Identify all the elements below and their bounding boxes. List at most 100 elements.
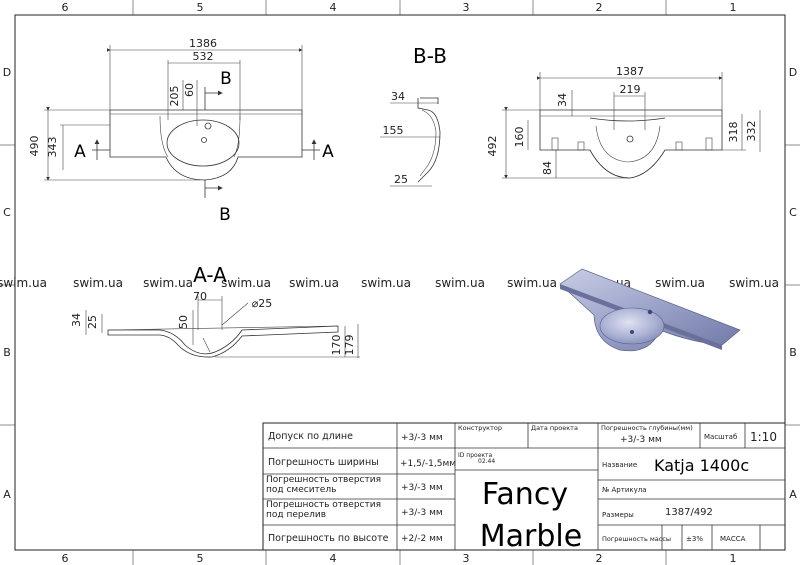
zone-number: 3 bbox=[463, 552, 470, 565]
zone-number: 2 bbox=[596, 552, 603, 565]
project-id-label: ID проекта bbox=[458, 452, 493, 459]
dim-179: 179 bbox=[343, 335, 356, 356]
tol-width-label: Погрешность ширины bbox=[268, 457, 379, 468]
section-bb: B-B 34 155 25 bbox=[380, 44, 447, 187]
zone-letter: B bbox=[3, 346, 11, 359]
dim-dia25: ⌀25 bbox=[252, 297, 273, 310]
depth-tol-label: Погрешность глубины(мм) bbox=[601, 424, 693, 432]
back-view: 1387 219 34 160 492 84 318 332 bbox=[486, 65, 761, 179]
watermark: swim.ua bbox=[435, 276, 485, 290]
watermark: swim.ua bbox=[0, 276, 47, 290]
dim-318: 318 bbox=[727, 122, 740, 143]
depth-tol-value: +3/-3 мм bbox=[620, 435, 662, 445]
top-zone-numbers: 6 5 4 3 2 1 bbox=[62, 0, 737, 15]
dim-490: 490 bbox=[28, 136, 41, 157]
watermark: swim.ua bbox=[73, 276, 123, 290]
top-view-outline bbox=[109, 109, 303, 181]
tol-width-value: +1,5/-1,5мм bbox=[400, 459, 456, 469]
section-bb-title: B-B bbox=[413, 44, 447, 68]
faucet-hole bbox=[204, 122, 212, 130]
tol-height-label: Погрешность по высоте bbox=[268, 533, 389, 544]
dim-70: 70 bbox=[193, 290, 207, 303]
date-label: Дата проекта bbox=[531, 424, 578, 432]
brand-fancy: Fancy bbox=[482, 477, 568, 512]
overflow-hole bbox=[201, 137, 207, 143]
section-a-marker-left: A bbox=[74, 142, 86, 162]
bowl-outline bbox=[166, 119, 240, 167]
dim-bb-34: 34 bbox=[391, 90, 405, 103]
dim-84: 84 bbox=[541, 161, 554, 175]
tol-overflow-label: Погрешность отверстия под перелив bbox=[266, 500, 381, 520]
watermark: swim.ua bbox=[507, 276, 557, 290]
project-id-value: 02.44 bbox=[478, 458, 495, 465]
dim-205: 205 bbox=[168, 86, 181, 107]
section-b-marker-top: B bbox=[220, 69, 232, 89]
scale-label: Масштаб bbox=[704, 433, 737, 441]
dim-back-34: 34 bbox=[556, 93, 569, 107]
zone-letter: D bbox=[789, 66, 797, 79]
designer-label: Конструктор bbox=[458, 424, 502, 432]
mass-label: МАССА bbox=[720, 535, 746, 543]
size-value: 1387/492 bbox=[665, 507, 713, 518]
dim-overall-width: 1386 bbox=[189, 37, 217, 50]
zone-number: 6 bbox=[62, 552, 69, 565]
dim-1387: 1387 bbox=[616, 65, 644, 78]
sink-3d-render bbox=[559, 268, 741, 352]
top-view: 1386 532 205 60 B B A A 490 343 bbox=[28, 37, 334, 225]
mass-tol-label: Погрешность массы bbox=[602, 535, 671, 543]
watermark: swim.ua bbox=[729, 276, 779, 290]
dim-160: 160 bbox=[513, 127, 526, 148]
dim-492: 492 bbox=[486, 136, 499, 157]
tol-height-value: +2/-2 мм bbox=[401, 534, 443, 544]
tol-faucet-label: Погрешность отверстия под смеситель bbox=[266, 475, 381, 495]
zone-letter: D bbox=[3, 66, 11, 79]
dim-170: 170 bbox=[330, 335, 343, 356]
zone-letter: A bbox=[789, 488, 797, 501]
side-zone-letters: D C B A D C B A bbox=[0, 66, 800, 501]
section-a-marker-right: A bbox=[322, 142, 334, 162]
scale-value: 1:10 bbox=[750, 430, 777, 444]
zone-number: 5 bbox=[197, 1, 204, 14]
zone-number: 5 bbox=[197, 552, 204, 565]
zone-number: 4 bbox=[330, 552, 337, 565]
brand-marble: Marble bbox=[480, 519, 582, 554]
dim-50: 50 bbox=[177, 315, 190, 329]
sink-3d-faucet-hole bbox=[647, 309, 653, 315]
section-aa-profile bbox=[107, 325, 339, 358]
zone-letter: C bbox=[789, 206, 797, 219]
watermark-row: swim.ua swim.ua swim.ua swim.ua swim.ua … bbox=[0, 276, 779, 290]
watermark: swim.ua bbox=[221, 276, 271, 290]
name-label: Название bbox=[602, 461, 637, 469]
name-value: Katja 1400c bbox=[654, 456, 749, 475]
tol-length-label: Допуск по длине bbox=[268, 431, 353, 442]
section-aa: A-A 70 ⌀25 34 25 50 170 179 bbox=[70, 263, 360, 358]
dim-bb-155: 155 bbox=[383, 124, 404, 137]
dim-60: 60 bbox=[183, 83, 196, 97]
tol-faucet-value: +3/-3 мм bbox=[401, 483, 443, 493]
zone-number: 3 bbox=[463, 1, 470, 14]
dim-219: 219 bbox=[620, 83, 641, 96]
bottom-zone-numbers: 6 5 4 3 2 1 bbox=[62, 550, 737, 565]
dim-aa-25: 25 bbox=[86, 315, 99, 329]
watermark: swim.ua bbox=[655, 276, 705, 290]
zone-number: 2 bbox=[596, 1, 603, 14]
dim-343: 343 bbox=[46, 137, 59, 158]
watermark: swim.ua bbox=[361, 276, 411, 290]
zone-number: 1 bbox=[730, 1, 737, 14]
zone-letter: B bbox=[789, 346, 797, 359]
zone-letter: C bbox=[3, 206, 11, 219]
mass-tol-value: ±3% bbox=[686, 535, 703, 543]
section-b-marker-bottom: B bbox=[219, 205, 231, 225]
watermark: swim.ua bbox=[143, 276, 193, 290]
title-block: Допуск по длине +3/-3 мм Погрешность шир… bbox=[262, 422, 786, 554]
article-label: № Артикула bbox=[602, 486, 647, 494]
dim-aa-34: 34 bbox=[70, 313, 83, 327]
tol-length-value: +3/-3 мм bbox=[401, 433, 443, 443]
zone-number: 4 bbox=[330, 1, 337, 14]
zone-letter: A bbox=[3, 488, 11, 501]
watermark: swim.ua bbox=[289, 276, 339, 290]
zone-number: 1 bbox=[730, 552, 737, 565]
dim-332: 332 bbox=[745, 121, 758, 142]
size-label: Размеры bbox=[602, 511, 634, 519]
sink-3d-bowl bbox=[599, 307, 665, 345]
